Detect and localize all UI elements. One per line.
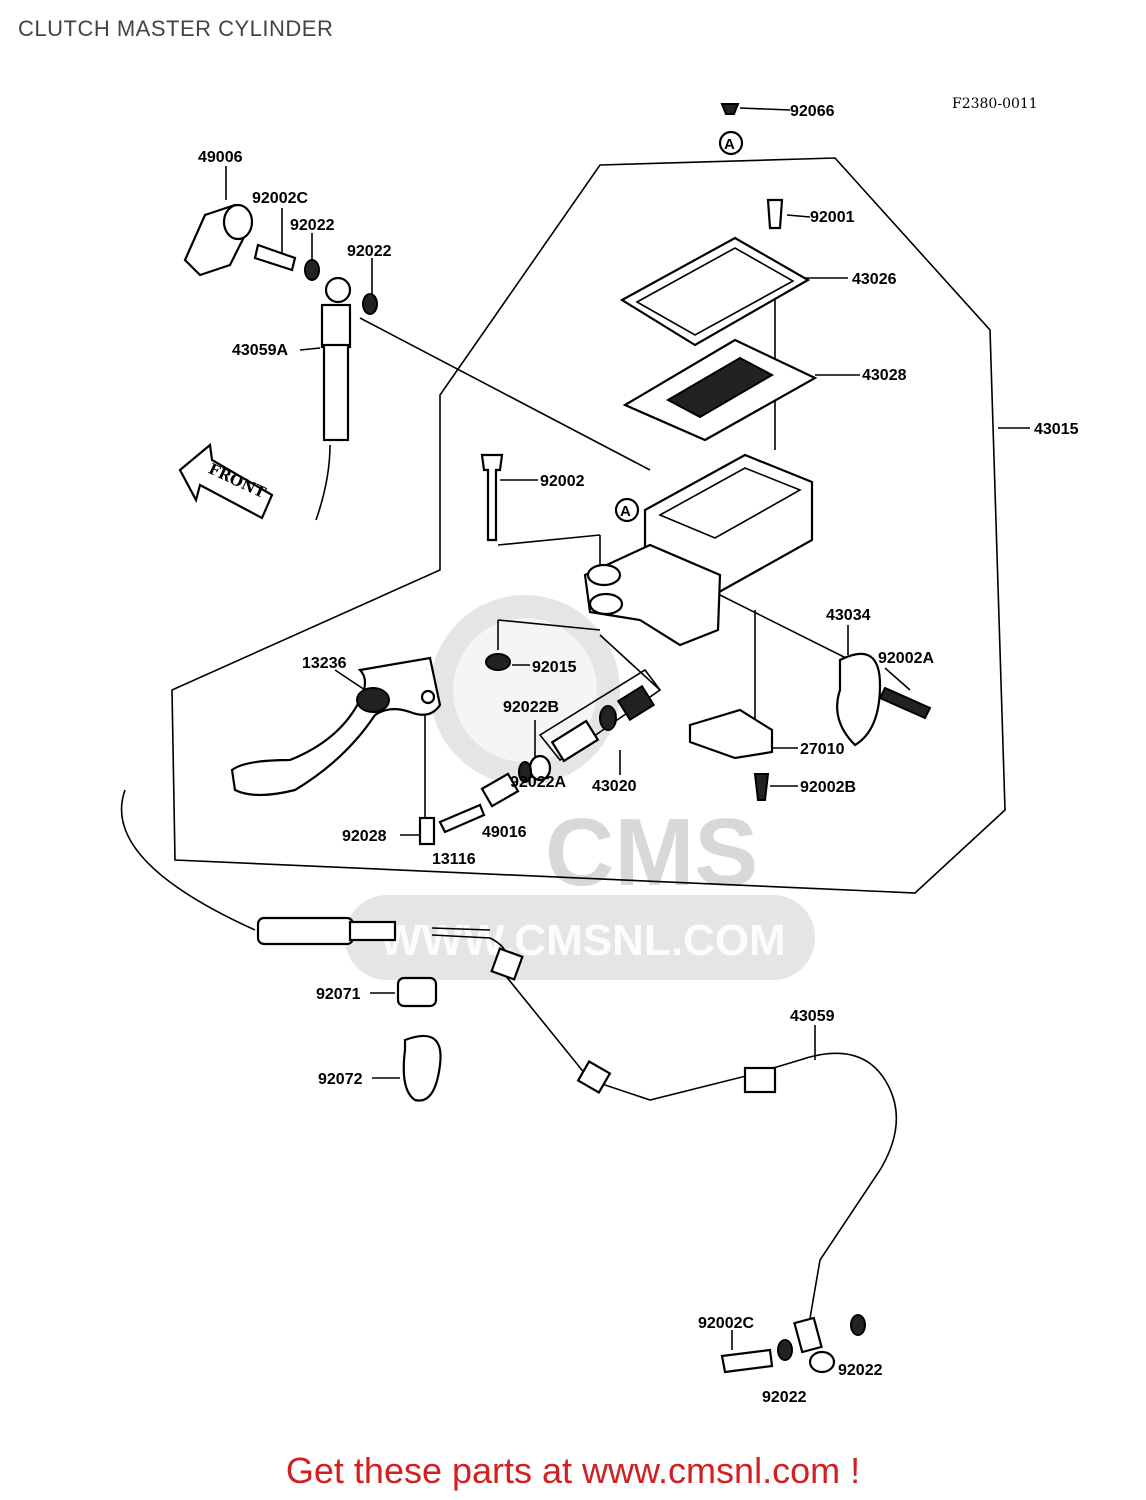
svg-text:A: A (724, 136, 735, 153)
leader-lines (120, 107, 1030, 1350)
label-92028: 92028 (342, 828, 387, 845)
nut-92015 (485, 653, 511, 671)
assembly-outline (171, 157, 1006, 894)
label-43034: 43034 (826, 607, 871, 624)
washer-92022-a (304, 259, 320, 281)
banjo-bolt-92002c-bottom (720, 1348, 774, 1374)
hose-end-fitting (256, 916, 397, 946)
master-cylinder-body (583, 453, 814, 647)
washer-92022-c (777, 1339, 793, 1361)
label-92022-bottom2: 92022 (838, 1362, 883, 1379)
bolt-92002a (878, 686, 932, 720)
exploded-parts-diagram: CMS WWW.CMSNL.COM (120, 103, 1079, 1406)
washer-92022-b (362, 293, 378, 315)
screw-92001 (766, 198, 784, 230)
clutch-lever-13236 (230, 656, 442, 797)
label-92022a: 92022A (510, 774, 566, 791)
label-92002: 92002 (540, 473, 585, 490)
piston-kit-43020 (480, 668, 662, 808)
clamp-43034 (836, 652, 882, 747)
label-92022b: 92022B (503, 699, 559, 716)
label-92071: 92071 (316, 986, 361, 1003)
washer-92022-d (850, 1314, 866, 1336)
screw-92002b (753, 773, 770, 801)
page-title: CLUTCH MASTER CYLINDER (18, 16, 334, 41)
clamp-band-92072 (402, 1034, 442, 1102)
watermark-brand: CMS (545, 799, 758, 906)
label-43028: 43028 (862, 367, 907, 384)
reservoir-cap (619, 236, 811, 347)
label-92015: 92015 (532, 659, 577, 676)
label-43015: 43015 (1034, 421, 1079, 438)
label-43020: 43020 (592, 778, 637, 795)
label-13116: 13116 (432, 851, 476, 868)
ref-marker-body: A (614, 497, 640, 523)
footer-link-text[interactable]: Get these parts at www.cmsnl.com ! (285, 1450, 861, 1491)
watermark-url: WWW.CMSNL.COM (380, 916, 786, 965)
label-13236: 13236 (302, 655, 347, 672)
diagram-code: F2380-0011 (952, 96, 1038, 112)
label-43059a: 43059A (232, 342, 288, 359)
banjo-cover-49006 (183, 203, 254, 277)
label-92001: 92001 (810, 209, 855, 226)
nut-92066 (720, 103, 740, 115)
label-92066: 92066 (790, 103, 835, 120)
front-arrow: FRONT (178, 442, 274, 520)
cms-watermark: CMS WWW.CMSNL.COM (345, 595, 815, 980)
banjo-bolt-92002c (253, 243, 297, 272)
label-92022-top1: 92022 (290, 217, 335, 234)
label-92002a: 92002A (878, 650, 934, 667)
svg-text:A: A (620, 503, 631, 520)
label-49006: 49006 (198, 149, 243, 166)
switch-27010 (688, 708, 774, 760)
push-rod-13116 (438, 803, 486, 834)
brake-pipe-43059 (431, 927, 898, 1374)
label-92072: 92072 (318, 1071, 363, 1088)
label-92022-top2: 92022 (347, 243, 392, 260)
label-49016: 49016 (482, 824, 527, 841)
bolt-92002 (480, 453, 504, 542)
label-43026: 43026 (852, 271, 897, 288)
pin-92028 (418, 816, 436, 846)
hose-43059a (320, 276, 352, 442)
label-92002c-bottom: 92002C (698, 1315, 754, 1332)
part-labels: 92066 49006 92002C 92022 92022 92001 430… (198, 103, 1079, 1406)
label-92002c-top: 92002C (252, 190, 308, 207)
label-27010: 27010 (800, 741, 845, 758)
sleeve-92071 (396, 976, 438, 1008)
label-92002b: 92002B (800, 779, 856, 796)
reservoir-gasket (622, 338, 818, 442)
label-43059: 43059 (790, 1008, 835, 1025)
ref-marker-top: A (718, 130, 744, 156)
label-92022-bottom1: 92022 (762, 1389, 807, 1406)
